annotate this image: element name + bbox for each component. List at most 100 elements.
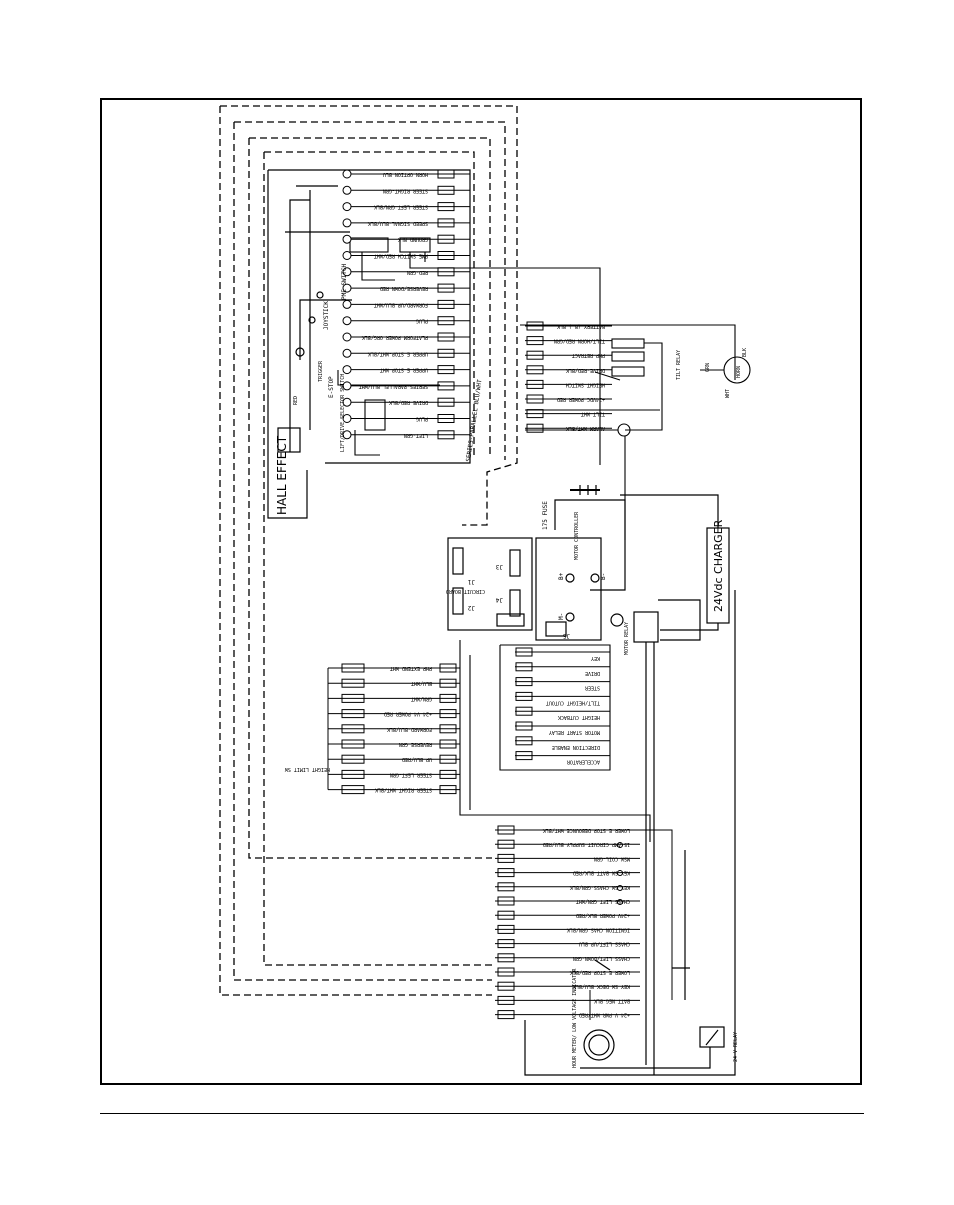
wire-label: KEY SW CHASS-GRN/BLK	[570, 884, 630, 890]
lower-components	[524, 590, 736, 1076]
wire-label: UPPER E STOP-WHT/BLK	[368, 350, 428, 356]
wire-connector	[437, 267, 455, 277]
wire-connector	[497, 924, 515, 934]
wire-label: BLU/WHT	[411, 680, 432, 686]
wire-connector	[437, 332, 455, 342]
wire-connector	[437, 185, 455, 195]
wire-connector	[437, 381, 455, 391]
motor-controller-label: MOTOR CONTROLLER	[574, 511, 580, 560]
board-bus	[459, 640, 651, 842]
upper-connectors	[342, 169, 612, 440]
wire-label: KEY SW DECK-BLU/BLK	[573, 983, 630, 989]
terminal	[342, 299, 352, 309]
switch-contact	[617, 870, 623, 876]
switch-contact	[617, 899, 623, 905]
wire-connector	[515, 677, 533, 687]
wire-label: GROUND-BLK	[398, 236, 428, 242]
wire-connector	[439, 754, 457, 764]
terminal	[342, 414, 352, 423]
diagram-labels: HALL EFFECT JOYSTICK TRIGGER PME SWITCH …	[275, 263, 748, 1068]
lower-bus	[640, 829, 673, 1000]
selector-switch-label: LIFT/DRIVE SELECTOR SWITCH	[340, 374, 346, 452]
wire-label: STEER LEFT-GRN	[390, 771, 432, 777]
wire-label: +24V POWER-BLK/RED	[576, 912, 630, 918]
wire-connector	[497, 939, 515, 949]
wire-connector	[497, 868, 515, 878]
b-minus-label: B-	[600, 573, 607, 580]
wire-label: STEER RIGHT-GRN	[383, 187, 428, 193]
drawing-frame	[100, 98, 862, 1085]
wire-label: PLUG	[416, 416, 428, 422]
wire-connector	[437, 316, 455, 326]
terminal	[342, 234, 352, 244]
wire-connector	[497, 839, 515, 849]
wire-connector	[437, 414, 455, 423]
hall-effect-label: HALL EFFECT	[275, 435, 289, 515]
left-block	[341, 754, 365, 764]
terminal	[342, 332, 352, 342]
wire-label: HEIGHT SWITCH	[566, 381, 605, 387]
wire-label: BATTERY (B-)-BLK	[557, 323, 605, 329]
wire-label: STEER LEFT-GRN/BLK	[374, 204, 428, 210]
terminal	[342, 218, 352, 228]
red-label: RED	[293, 396, 299, 405]
j2-label: J2	[467, 604, 475, 611]
motor-relay	[610, 599, 701, 1075]
wire-connector	[437, 202, 455, 212]
wire-label: +24 V4 POWER-RED	[384, 711, 432, 717]
wire-connector	[497, 981, 515, 991]
wire-connector	[515, 721, 533, 731]
left-block	[341, 663, 365, 673]
wire-connector	[497, 896, 515, 906]
wire-label: SPEED SIGNAL-BLU/BLK	[368, 220, 428, 226]
wire-label: UPPER E STOP-WHT	[380, 367, 428, 373]
wire-connector	[439, 709, 457, 719]
charger-label: 24Vdc CHARGER	[712, 519, 725, 612]
wire-connector	[515, 706, 533, 716]
terminal	[342, 185, 352, 195]
footer-rule	[100, 1113, 864, 1114]
tilt-relay-label: TILT RELAY	[676, 350, 682, 380]
left-block	[341, 709, 365, 719]
b-plus-label: B+	[558, 572, 565, 580]
pme-switch-label: PME SWITCH	[341, 263, 348, 300]
wire-label: +24VDC POWER-RED	[557, 396, 605, 402]
j4-label: J4	[495, 596, 503, 603]
wire-label: LOWER E STOP DEBOUNCE-WHT/BLK	[543, 827, 630, 833]
left-block	[341, 785, 365, 795]
circuit-board	[447, 537, 533, 631]
wire-connector	[437, 218, 455, 228]
harness-outlines	[219, 105, 518, 996]
wire-connector	[515, 736, 533, 746]
wire-connector	[437, 234, 455, 244]
wire-label: MSW COIL-GRN	[594, 855, 630, 861]
motor-controller	[535, 485, 626, 641]
e-stop-label: E-STOP	[328, 376, 335, 398]
wire-connector	[526, 423, 544, 433]
wire-connector	[437, 430, 455, 440]
wire-connector	[515, 751, 533, 761]
terminal	[342, 381, 352, 391]
left-block	[341, 739, 365, 749]
wire-label: PHP EXTEND-WHT	[390, 665, 432, 671]
wire-label: MOTOR START RELAY	[549, 729, 600, 735]
wire-connector	[497, 1010, 515, 1020]
wire-connector	[497, 853, 515, 863]
wire-connector	[439, 693, 457, 703]
wire-label: BATT NEG-BLK	[594, 997, 630, 1003]
relay-24v-label: 24 V RELAY	[733, 1032, 739, 1062]
wire-label: RED-GRN	[407, 269, 428, 275]
wire-label: +24 V PWR-WHT/RED	[579, 1012, 630, 1018]
j1-label: J1	[467, 578, 475, 585]
terminal	[342, 267, 352, 277]
wire-connector	[437, 348, 455, 358]
wire-connector	[439, 678, 457, 688]
wire-label: HEIGHT CUTBACK	[558, 714, 600, 720]
terminal	[342, 365, 352, 375]
terminal	[342, 283, 352, 293]
wire-connector	[497, 882, 515, 892]
